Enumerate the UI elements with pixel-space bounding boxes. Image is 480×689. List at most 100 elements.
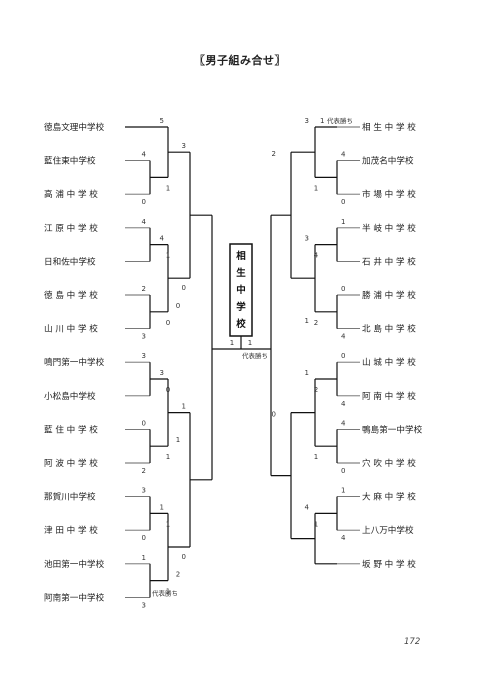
- right-team-name: 加茂名中学校: [362, 155, 414, 167]
- champion-char: 中: [236, 284, 246, 296]
- right-team-name: 鴨島第一中学校: [362, 423, 423, 435]
- right-r1-score: 1: [341, 218, 345, 226]
- right-final-score: 1: [248, 339, 252, 347]
- right-r2-score: 1: [305, 369, 309, 377]
- right-r1-score: 1: [320, 117, 324, 125]
- right-r1-note: 代表勝ち: [327, 116, 353, 125]
- right-team-name: 相 生 中 学 校: [362, 121, 416, 133]
- right-r1-score: 1: [314, 453, 318, 461]
- left-team-name: 徳 島 中 学 校: [44, 289, 98, 301]
- right-r1-score: 4: [341, 400, 346, 408]
- right-team-name: 阿 南 中 学 校: [362, 390, 416, 402]
- left-r2-score: 0: [176, 302, 180, 310]
- final-note: 代表勝ち: [242, 351, 268, 360]
- left-r2-score: 1: [160, 503, 164, 511]
- right-team-name: 穴 吹 中 学 校: [362, 457, 416, 469]
- right-r1-score: 2: [314, 319, 318, 327]
- left-r1-score: 1: [166, 520, 170, 528]
- left-team-name: 藍住東中学校: [44, 155, 96, 167]
- right-r2-score: 3: [305, 235, 309, 243]
- left-r2-score: 4: [160, 235, 165, 243]
- champion-char: 生: [236, 267, 246, 279]
- left-r1-score: 3: [142, 601, 146, 609]
- left-r1-score: 1: [166, 252, 170, 260]
- bracket-lines: [125, 126, 360, 598]
- left-r2-score: 5: [160, 117, 164, 125]
- left-r3-score: 3: [182, 142, 186, 150]
- left-team-name: 江 原 中 学 校: [44, 222, 98, 234]
- left-team-name: 池田第一中学校: [44, 558, 105, 570]
- left-r1-score: 4: [142, 218, 147, 226]
- left-r2-score: 2: [176, 571, 180, 579]
- left-team-name: 藍 住 中 学 校: [44, 423, 98, 435]
- left-r1-note: 代表勝ち: [152, 588, 178, 597]
- right-r2-score: 4: [305, 503, 310, 511]
- left-r1-score: 0: [166, 386, 170, 394]
- left-r1-score: 2: [142, 467, 146, 475]
- right-r1-score: 0: [341, 467, 345, 475]
- left-team-name: 阿南第一中学校: [44, 591, 105, 603]
- left-r2-score: 3: [160, 369, 164, 377]
- right-team-name: 市 場 中 学 校: [362, 188, 416, 200]
- page-number: 172: [404, 637, 421, 647]
- right-r1-score: 1: [341, 487, 345, 495]
- left-team-name: 鳴門第一中学校: [44, 356, 105, 368]
- left-r1-score: 1: [142, 554, 146, 562]
- left-team-name: 日和佐中学校: [44, 255, 96, 267]
- left-r1-score: 3: [142, 487, 146, 495]
- left-team-name: 津 田 中 学 校: [44, 524, 98, 536]
- left-r1-score: 1: [166, 588, 170, 596]
- left-r1-score: 0: [142, 198, 146, 206]
- left-r1-score: 3: [142, 352, 146, 360]
- right-r1-score: 2: [314, 386, 318, 394]
- right-team-name: 石 井 中 学 校: [362, 255, 416, 267]
- left-r1-score: 0: [142, 419, 146, 427]
- right-r1-score: 4: [341, 151, 346, 159]
- right-team-name: 大 麻 中 学 校: [362, 491, 416, 503]
- left-r1-score: 0: [142, 534, 146, 542]
- left-r3-score: 1: [182, 403, 186, 411]
- right-r1-score: 4: [341, 534, 346, 542]
- page-title: 〖男子組み合せ〗: [194, 54, 286, 67]
- right-r1-score: 4: [314, 252, 319, 260]
- right-r1-score: 4: [341, 333, 346, 341]
- left-r1-score: 1: [166, 453, 170, 461]
- right-r1-score: 1: [314, 520, 318, 528]
- right-team-name: 山 城 中 学 校: [362, 356, 416, 368]
- left-r2-score: 1: [176, 436, 180, 444]
- right-r3-score: 0: [272, 411, 276, 419]
- left-team-name: 徳島文理中学校: [44, 121, 105, 133]
- left-team-name: 山 川 中 学 校: [44, 323, 98, 335]
- right-r1-score: 1: [314, 184, 318, 192]
- right-team-name: 半 岐 中 学 校: [362, 222, 416, 234]
- right-team-name: 北 島 中 学 校: [362, 323, 416, 335]
- left-r1-score: 2: [142, 285, 146, 293]
- champion-frame: [229, 243, 253, 337]
- left-final-score: 1: [230, 339, 234, 347]
- left-r3-score: 0: [182, 284, 186, 292]
- left-team-name: 阿 波 中 学 校: [44, 457, 98, 469]
- right-r2-score: 3: [305, 117, 309, 125]
- right-team-name: 勝 浦 中 学 校: [362, 289, 416, 301]
- right-r1-score: 0: [341, 198, 345, 206]
- right-r1-score: 0: [341, 352, 345, 360]
- left-r3-score: 0: [182, 553, 186, 561]
- right-r2-score: 1: [305, 317, 309, 325]
- left-team-name: 那賀川中学校: [44, 491, 96, 503]
- left-team-name: 高 浦 中 学 校: [44, 188, 98, 200]
- right-team-name: 上八万中学校: [362, 524, 414, 536]
- champion-char: 校: [236, 318, 246, 330]
- champion-char: 相: [236, 250, 246, 262]
- right-r3-score: 2: [272, 150, 276, 158]
- right-team-name: 坂 野 中 学 校: [362, 558, 416, 570]
- left-r1-score: 4: [142, 151, 147, 159]
- right-r1-score: 4: [341, 419, 346, 427]
- left-r1-score: 0: [166, 319, 170, 327]
- champion-char: 学: [236, 301, 246, 313]
- left-team-name: 小松島中学校: [44, 390, 96, 402]
- right-r1-score: 0: [341, 285, 345, 293]
- left-r1-score: 3: [142, 333, 146, 341]
